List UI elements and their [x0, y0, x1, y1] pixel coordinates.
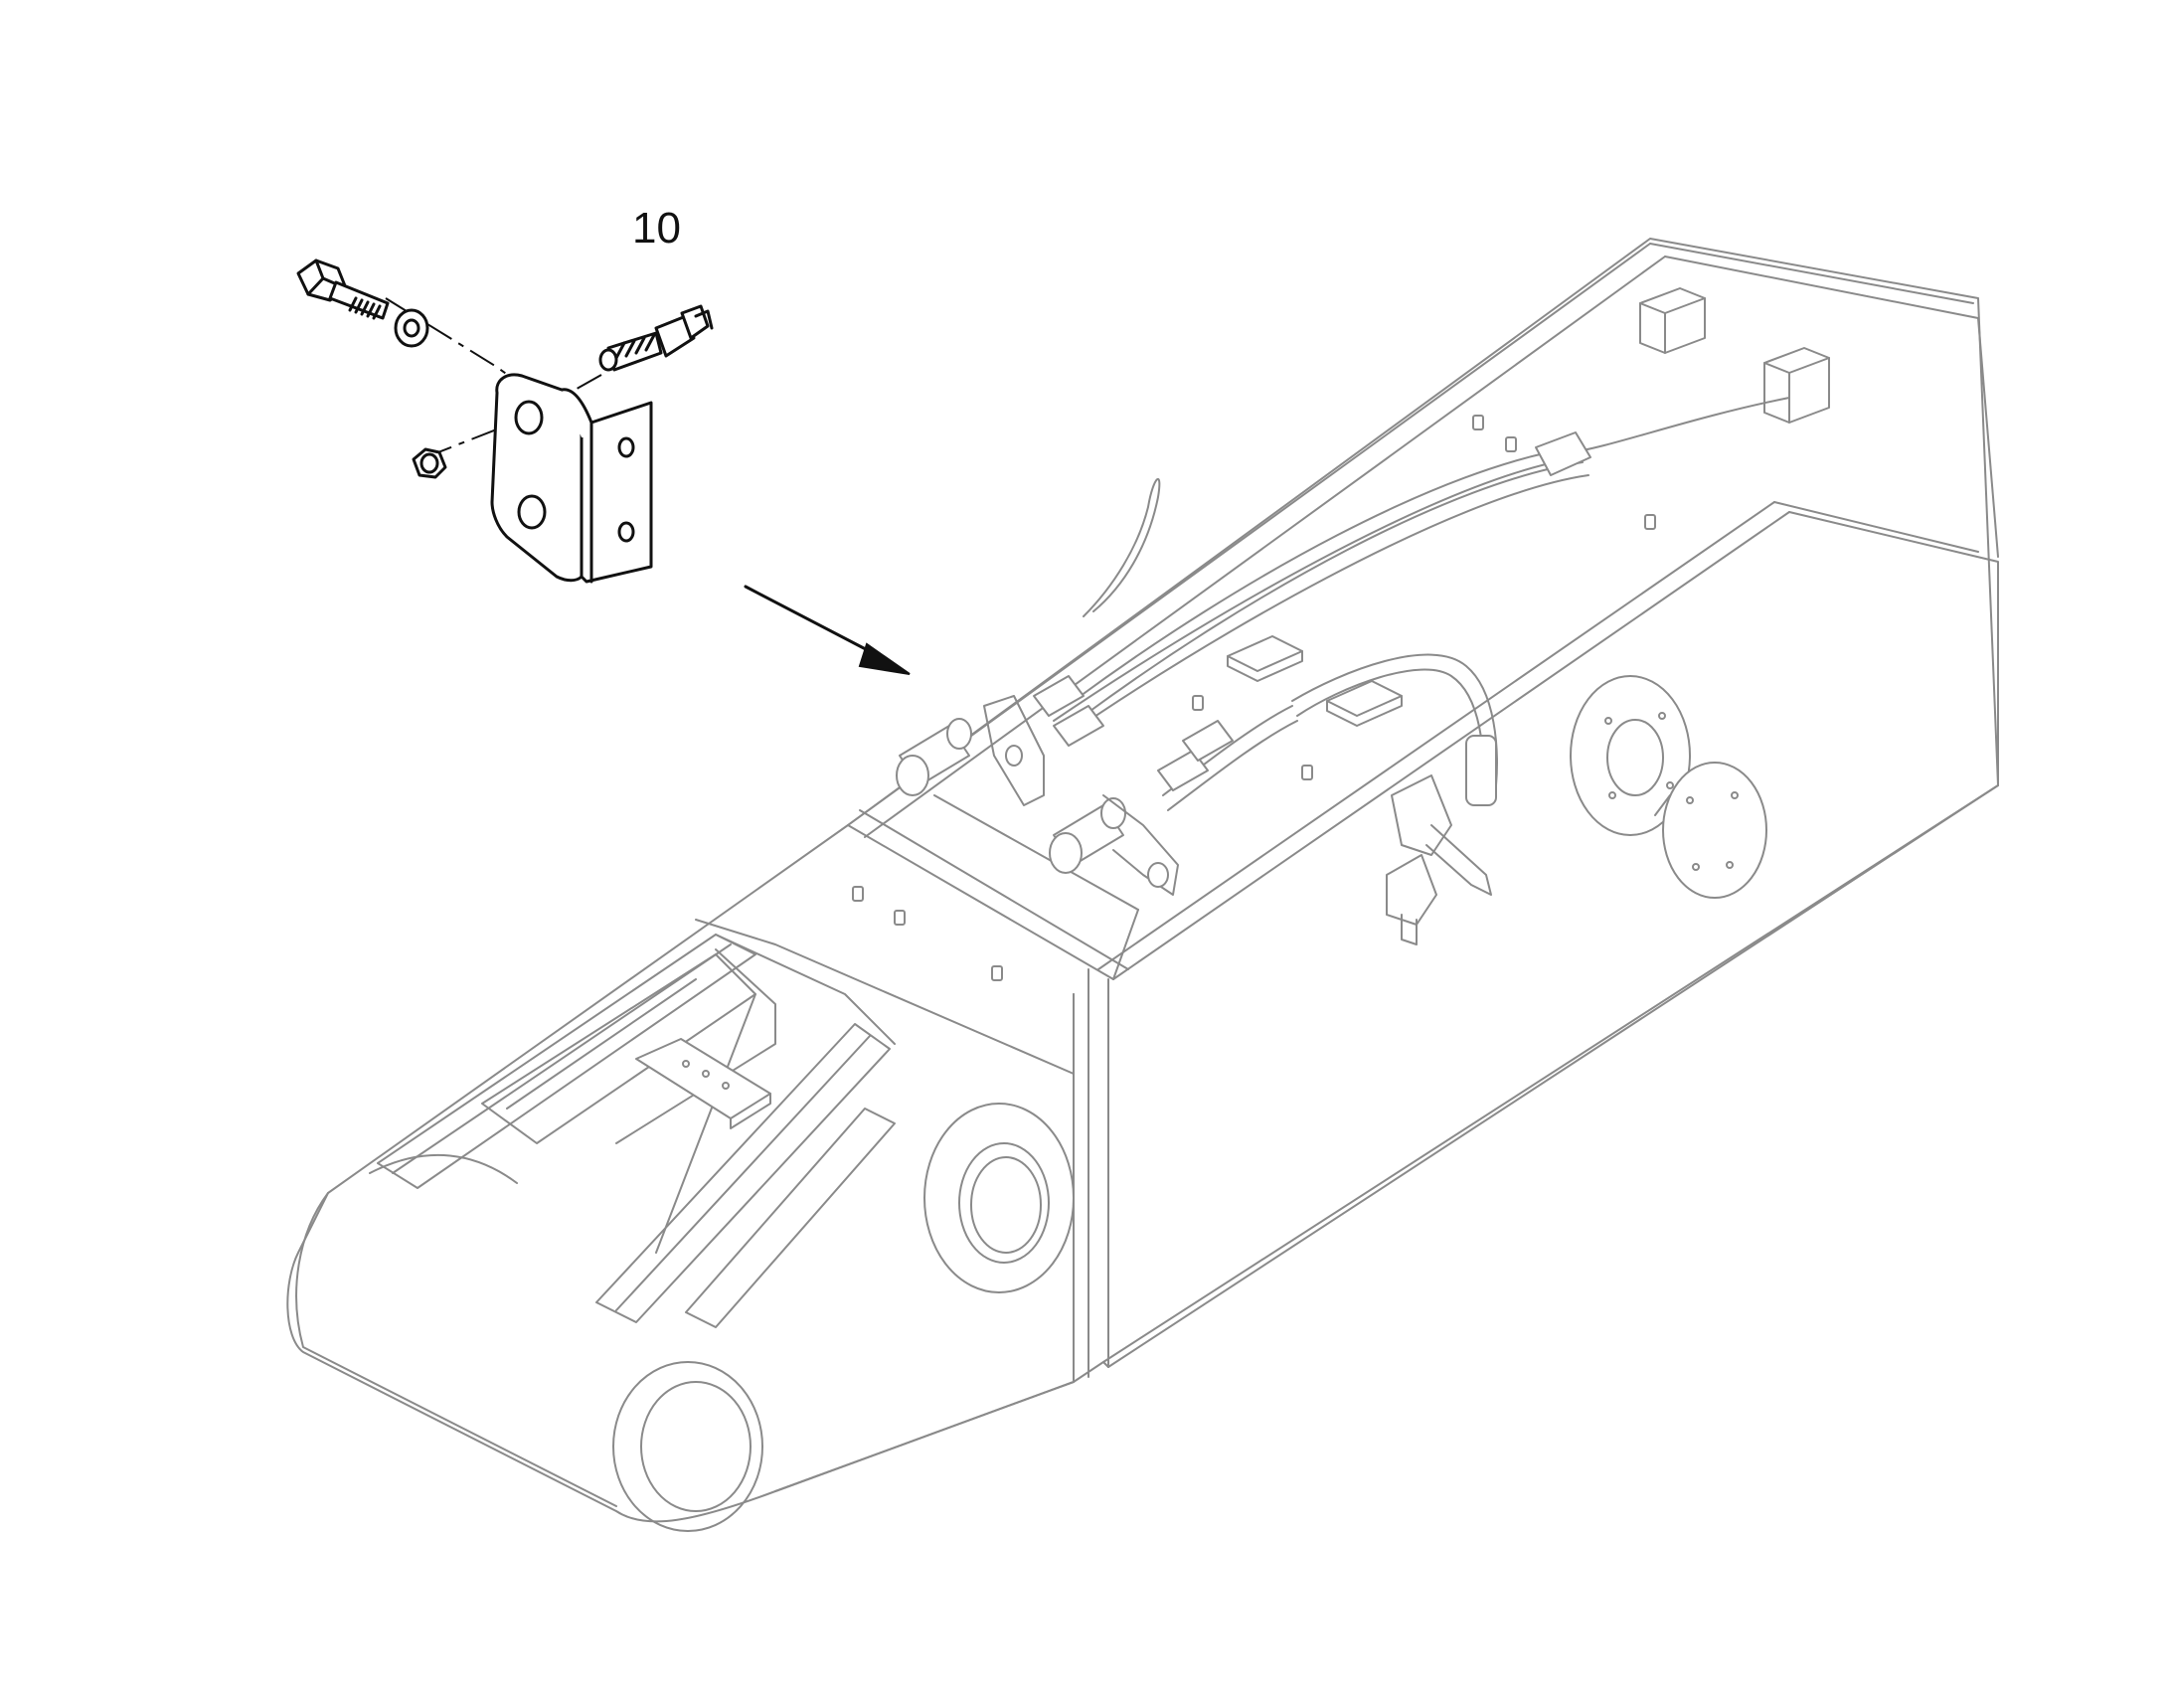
washer — [394, 308, 429, 348]
pivot-boss-side — [923, 1103, 1075, 1293]
mounting-bracket — [490, 373, 653, 584]
assembly-direction-arrow — [744, 585, 911, 675]
cross-frame-members — [377, 919, 1075, 1328]
boom-fittings — [896, 675, 1492, 945]
bolt — [296, 258, 390, 320]
callout-label: 10 — [632, 204, 681, 253]
bulkhead-union — [598, 304, 714, 372]
top-studs — [852, 415, 1656, 981]
pivot-boss-front — [612, 1361, 763, 1532]
boom-hose-routing — [1053, 397, 1790, 811]
nut — [412, 447, 447, 479]
mounting-plate — [635, 1038, 771, 1129]
hub-flange — [1570, 675, 1691, 836]
end-blocks — [1227, 287, 1830, 727]
hub-cap — [1654, 762, 1767, 899]
